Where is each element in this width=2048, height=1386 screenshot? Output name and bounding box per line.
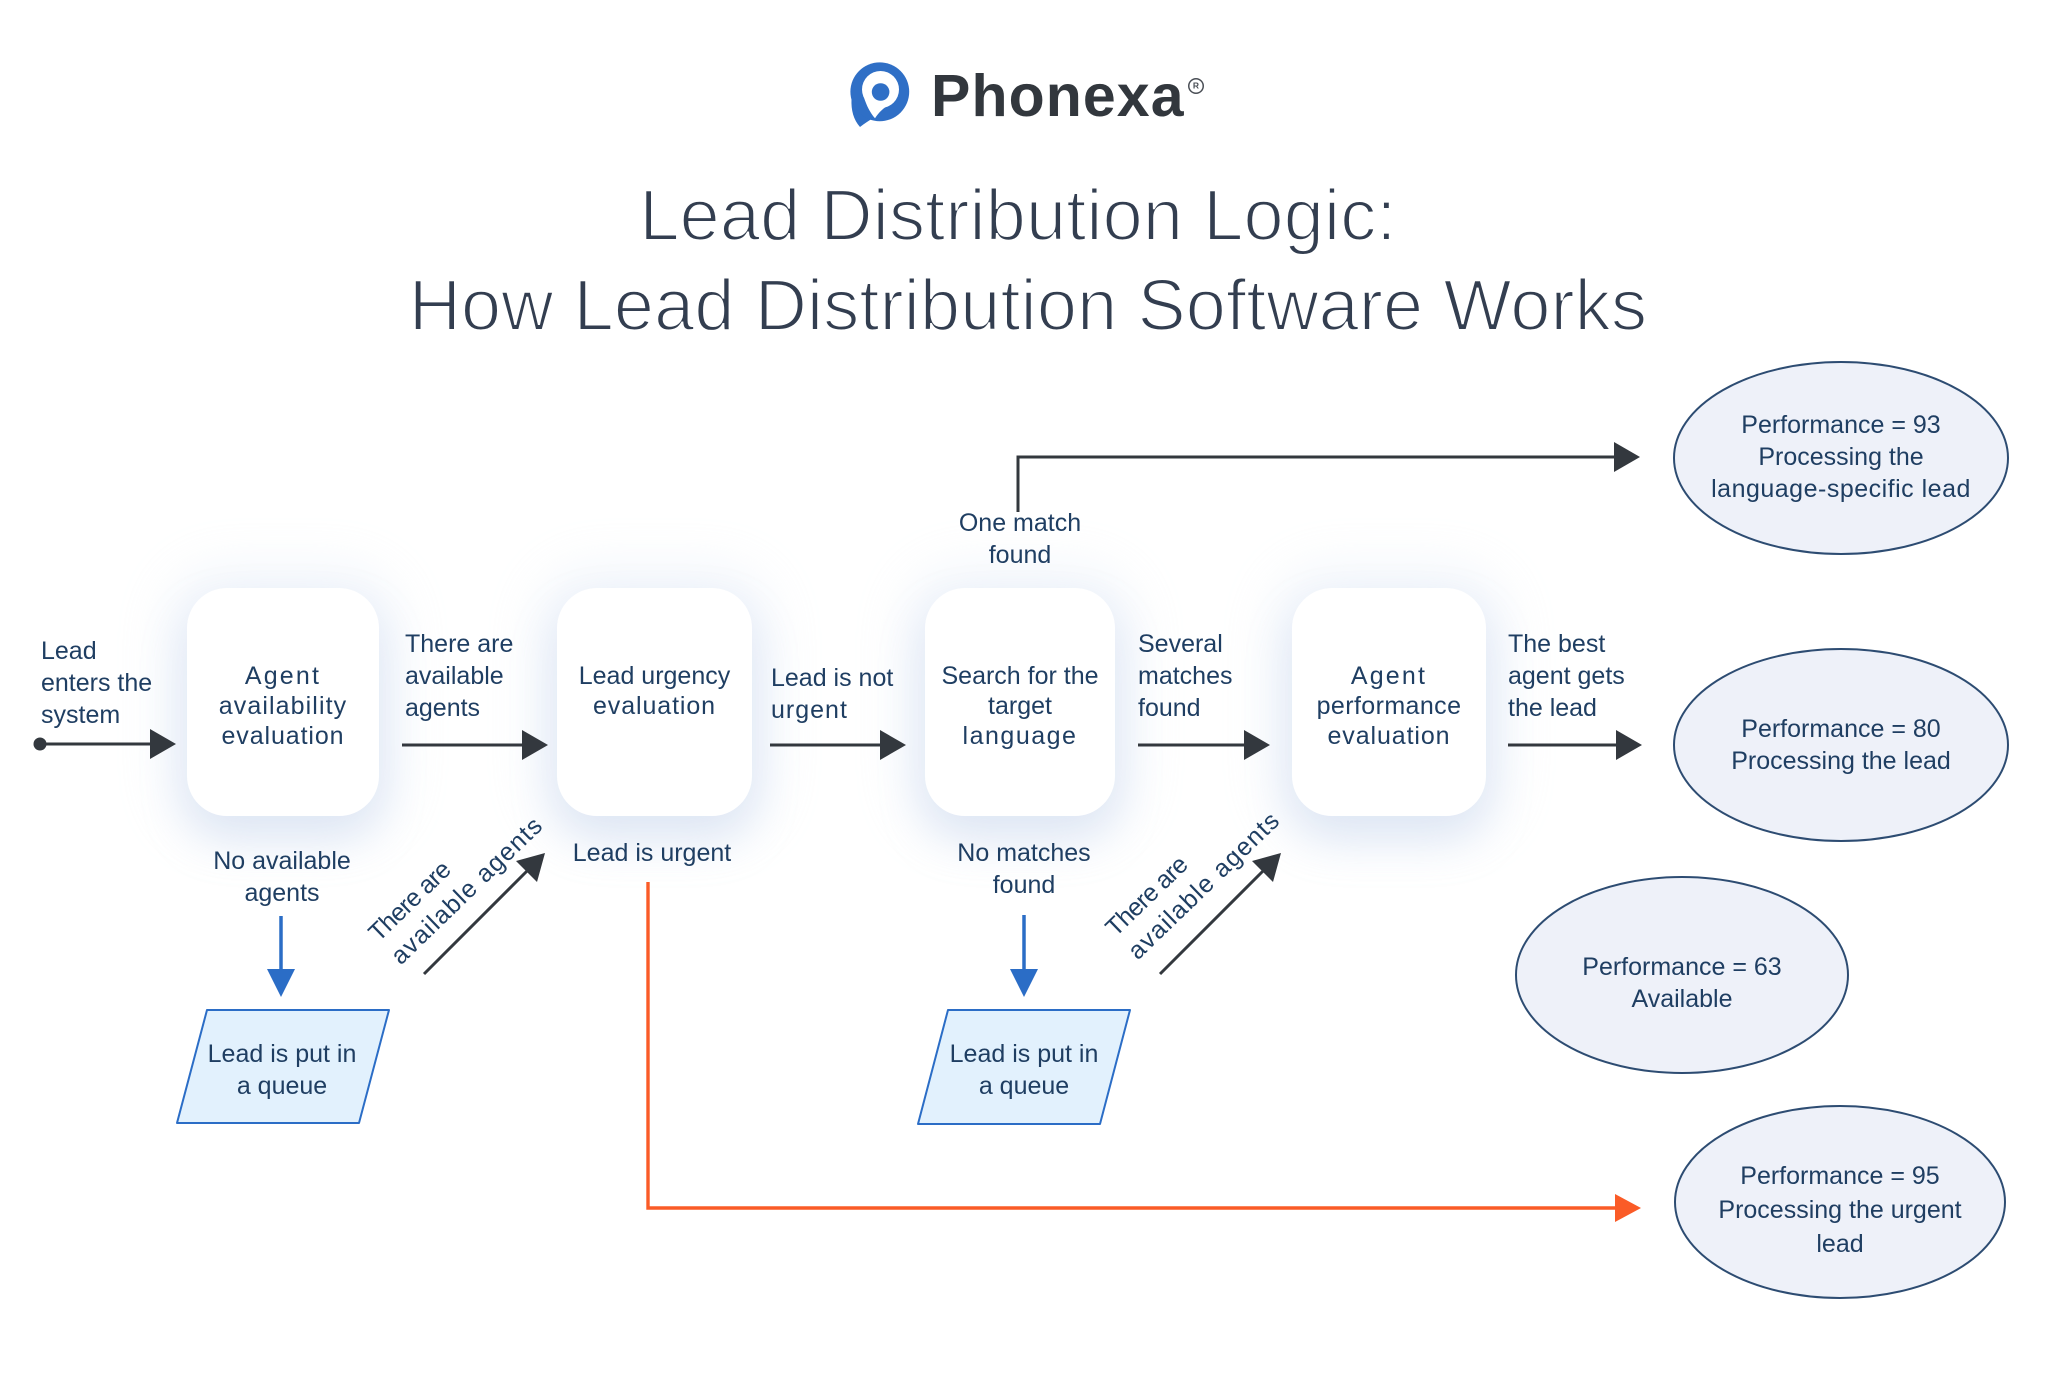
svg-text:Lead Distribution Logic:: Lead Distribution Logic: (639, 176, 1396, 256)
svg-text:How Lead Distribution Software: How Lead Distribution Software Works (409, 266, 1647, 346)
